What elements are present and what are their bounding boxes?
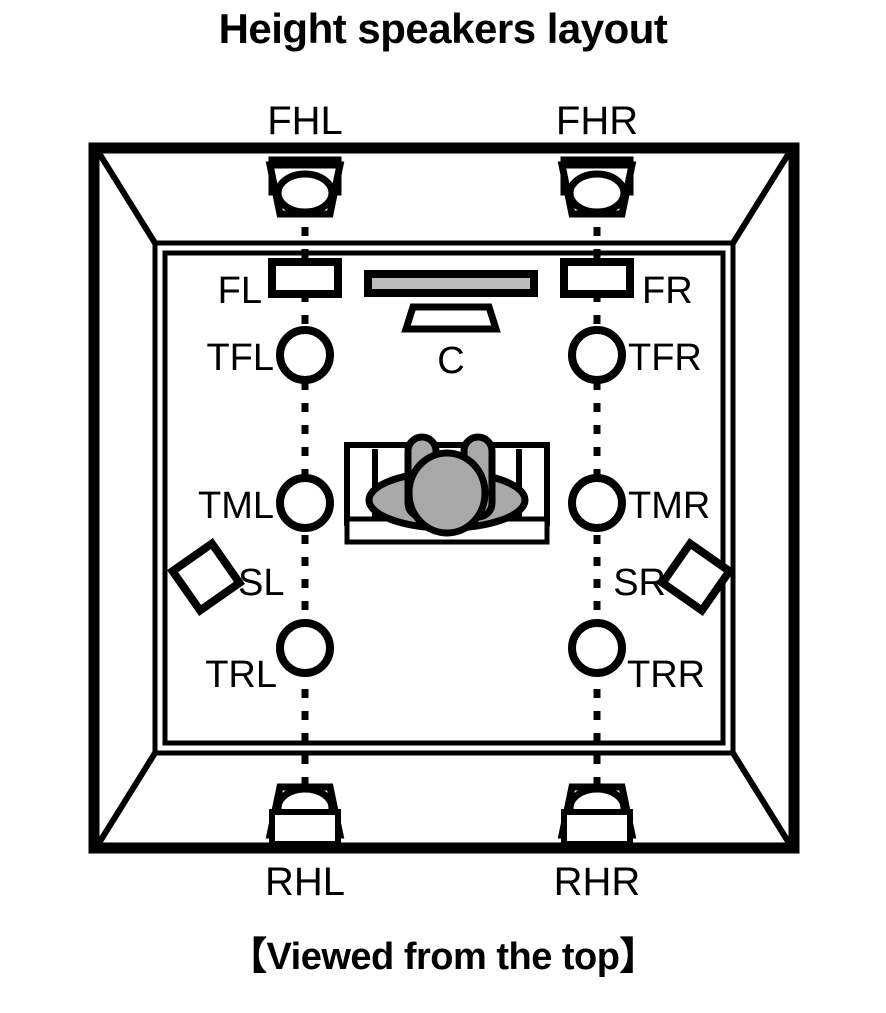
listener-head (405, 449, 489, 537)
label-tml: TML (198, 485, 274, 527)
label-trl: TRL (205, 654, 277, 696)
speaker-sl-body (167, 538, 245, 616)
speaker-c-body (401, 303, 501, 333)
speaker-trr[interactable] (568, 619, 626, 677)
label-fhr: FHR (556, 99, 638, 143)
speaker-fr[interactable] (560, 258, 634, 298)
speaker-sr-body (657, 538, 735, 616)
speaker-fr-box (560, 258, 634, 298)
speaker-fhr-driver (566, 170, 628, 216)
speaker-sr[interactable] (657, 538, 735, 616)
label-c: C (437, 340, 464, 382)
speaker-tfr[interactable] (568, 326, 626, 384)
tv-screen (364, 270, 538, 297)
label-tfr: TFR (628, 337, 702, 379)
label-rhl: RHL (265, 860, 345, 904)
speaker-rhr[interactable] (557, 783, 637, 847)
speaker-tml[interactable] (276, 474, 334, 532)
label-tmr: TMR (628, 485, 710, 527)
speaker-sl[interactable] (167, 538, 245, 616)
speaker-fl[interactable] (268, 258, 342, 298)
speaker-tfl[interactable] (276, 326, 334, 384)
label-sr: SR (613, 562, 666, 604)
label-tfl: TFL (206, 337, 274, 379)
label-fl: FL (218, 270, 262, 312)
listening-position (344, 433, 550, 545)
speaker-c[interactable] (401, 303, 501, 333)
speaker-rhl[interactable] (265, 783, 345, 847)
speaker-fhl-driver (274, 170, 336, 216)
page-title: Height speakers layout (218, 5, 668, 52)
speaker-fl-box (268, 258, 342, 298)
view-caption: 【Viewed from the top】 (229, 936, 657, 978)
label-sl: SL (238, 562, 284, 604)
speaker-trl[interactable] (276, 619, 334, 677)
speaker-tmr[interactable] (568, 474, 626, 532)
room-corner-diagonals (96, 151, 792, 845)
label-fr: FR (642, 270, 693, 312)
speaker-fhr[interactable] (557, 156, 637, 218)
speaker-rhr-mount (561, 809, 633, 847)
speaker-fhl[interactable] (265, 156, 345, 218)
label-rhr: RHR (554, 860, 641, 904)
speaker-rhl-mount (269, 809, 341, 847)
label-trr: TRR (627, 654, 705, 696)
label-fhl: FHL (267, 99, 343, 143)
